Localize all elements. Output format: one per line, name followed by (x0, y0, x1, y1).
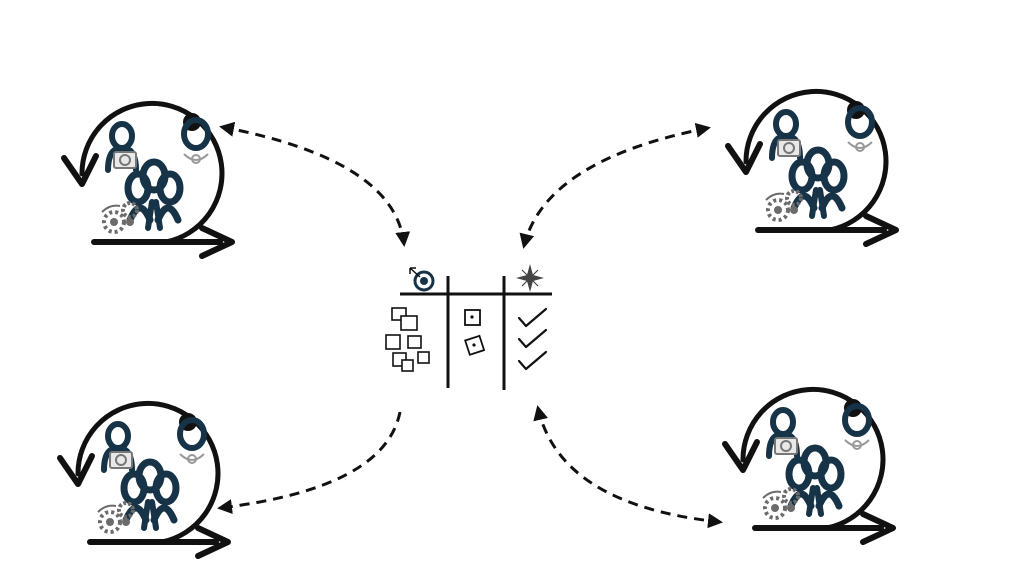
target-icon (409, 267, 435, 292)
in-progress-notes (464, 309, 486, 356)
checkmark-icon (517, 307, 548, 328)
dashed-connectors (217, 121, 723, 529)
connector-top-left (219, 121, 411, 247)
sticky-note-icon (385, 334, 401, 350)
sticky-note-icon (407, 335, 422, 349)
done-checkmarks (517, 307, 548, 371)
connector-top-right (519, 122, 711, 249)
sticky-note-icon (401, 359, 414, 372)
backlog-notes (385, 307, 430, 372)
sticky-note-icon (417, 351, 430, 364)
team-bottom-left (60, 403, 228, 556)
connector-bottom-right (533, 405, 723, 529)
sticky-note-icon (400, 315, 418, 331)
compass-icon (516, 264, 544, 292)
checkmark-icon (517, 350, 548, 371)
task-board (385, 264, 552, 390)
team-bottom-right (725, 389, 893, 542)
checkmark-icon (517, 328, 548, 349)
team-top-right (728, 91, 896, 244)
team-top-left (64, 103, 232, 256)
connector-bottom-left (217, 411, 402, 514)
